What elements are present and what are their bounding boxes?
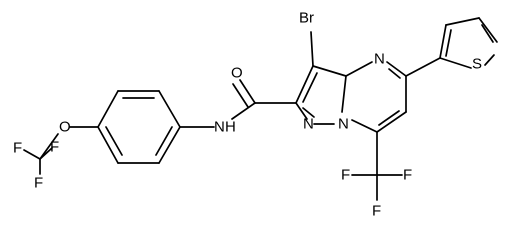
atom-f-bottom1: F xyxy=(341,167,350,184)
atom-s: S xyxy=(472,56,482,73)
structure-diagram: Br O N H N N N S O F F F F F F xyxy=(13,10,498,220)
bond-pyrazole-inner xyxy=(302,72,318,103)
bond-aromatic xyxy=(97,126,119,164)
bond-pyrimidine-inner xyxy=(388,68,401,79)
bond-n-c xyxy=(231,102,256,120)
bond-pyrazole xyxy=(312,65,347,77)
bond-lines xyxy=(23,17,498,201)
bond-pyrimidine xyxy=(376,111,407,133)
bond-thiophene-inner xyxy=(445,29,452,57)
atom-n-amide: N xyxy=(214,119,225,136)
atom-n-bridge: N xyxy=(338,116,349,133)
bond-pyrazole-inner xyxy=(302,107,315,118)
bond-thiophene xyxy=(439,24,447,59)
bond-pyrimidine-inner xyxy=(378,110,400,126)
bond-c-br xyxy=(310,31,314,67)
bond-thiophene xyxy=(484,54,495,66)
bond-pyrazole xyxy=(341,75,347,113)
bond-f-c xyxy=(23,149,41,160)
bond-aromatic-inner xyxy=(105,126,123,156)
atom-f-left2: F xyxy=(50,139,59,156)
atom-o-ether: O xyxy=(59,119,71,136)
bond-aromatic xyxy=(97,90,119,128)
atom-br: Br xyxy=(299,10,314,27)
bond-thiophene xyxy=(445,17,480,26)
atom-f-left1: F xyxy=(13,140,22,157)
bond-thiophene-inner xyxy=(481,24,494,43)
bond-pyrimidine xyxy=(345,61,373,77)
atom-h-amide: H xyxy=(225,119,236,136)
bond-aromatic xyxy=(158,90,181,128)
atom-o-carbonyl: O xyxy=(231,65,243,82)
bond-pyrimidine xyxy=(386,61,407,77)
bond-pyrazole xyxy=(295,65,314,104)
bond-pyrazole xyxy=(295,102,308,120)
atom-f-bottom2: F xyxy=(403,167,412,184)
bond-c-o-double xyxy=(239,79,256,104)
bond-aromatic xyxy=(158,126,181,164)
atom-f-bottom3: F xyxy=(372,203,381,220)
bond-c-thiophene xyxy=(405,57,441,77)
atom-n-pyrimidine: N xyxy=(374,51,385,68)
bond-c-o-double xyxy=(232,83,249,108)
atom-f-left3: F xyxy=(34,175,43,192)
bond-c-o xyxy=(39,133,59,160)
bond-pyrimidine xyxy=(351,119,378,133)
atom-n-pyrazole: N xyxy=(303,116,314,133)
bond-thiophene xyxy=(478,17,498,43)
bond-thiophene xyxy=(439,57,472,69)
bond-aromatic-inner xyxy=(155,126,173,156)
atom-labels: Br O N H N N N S O F F F F F F xyxy=(13,10,482,220)
